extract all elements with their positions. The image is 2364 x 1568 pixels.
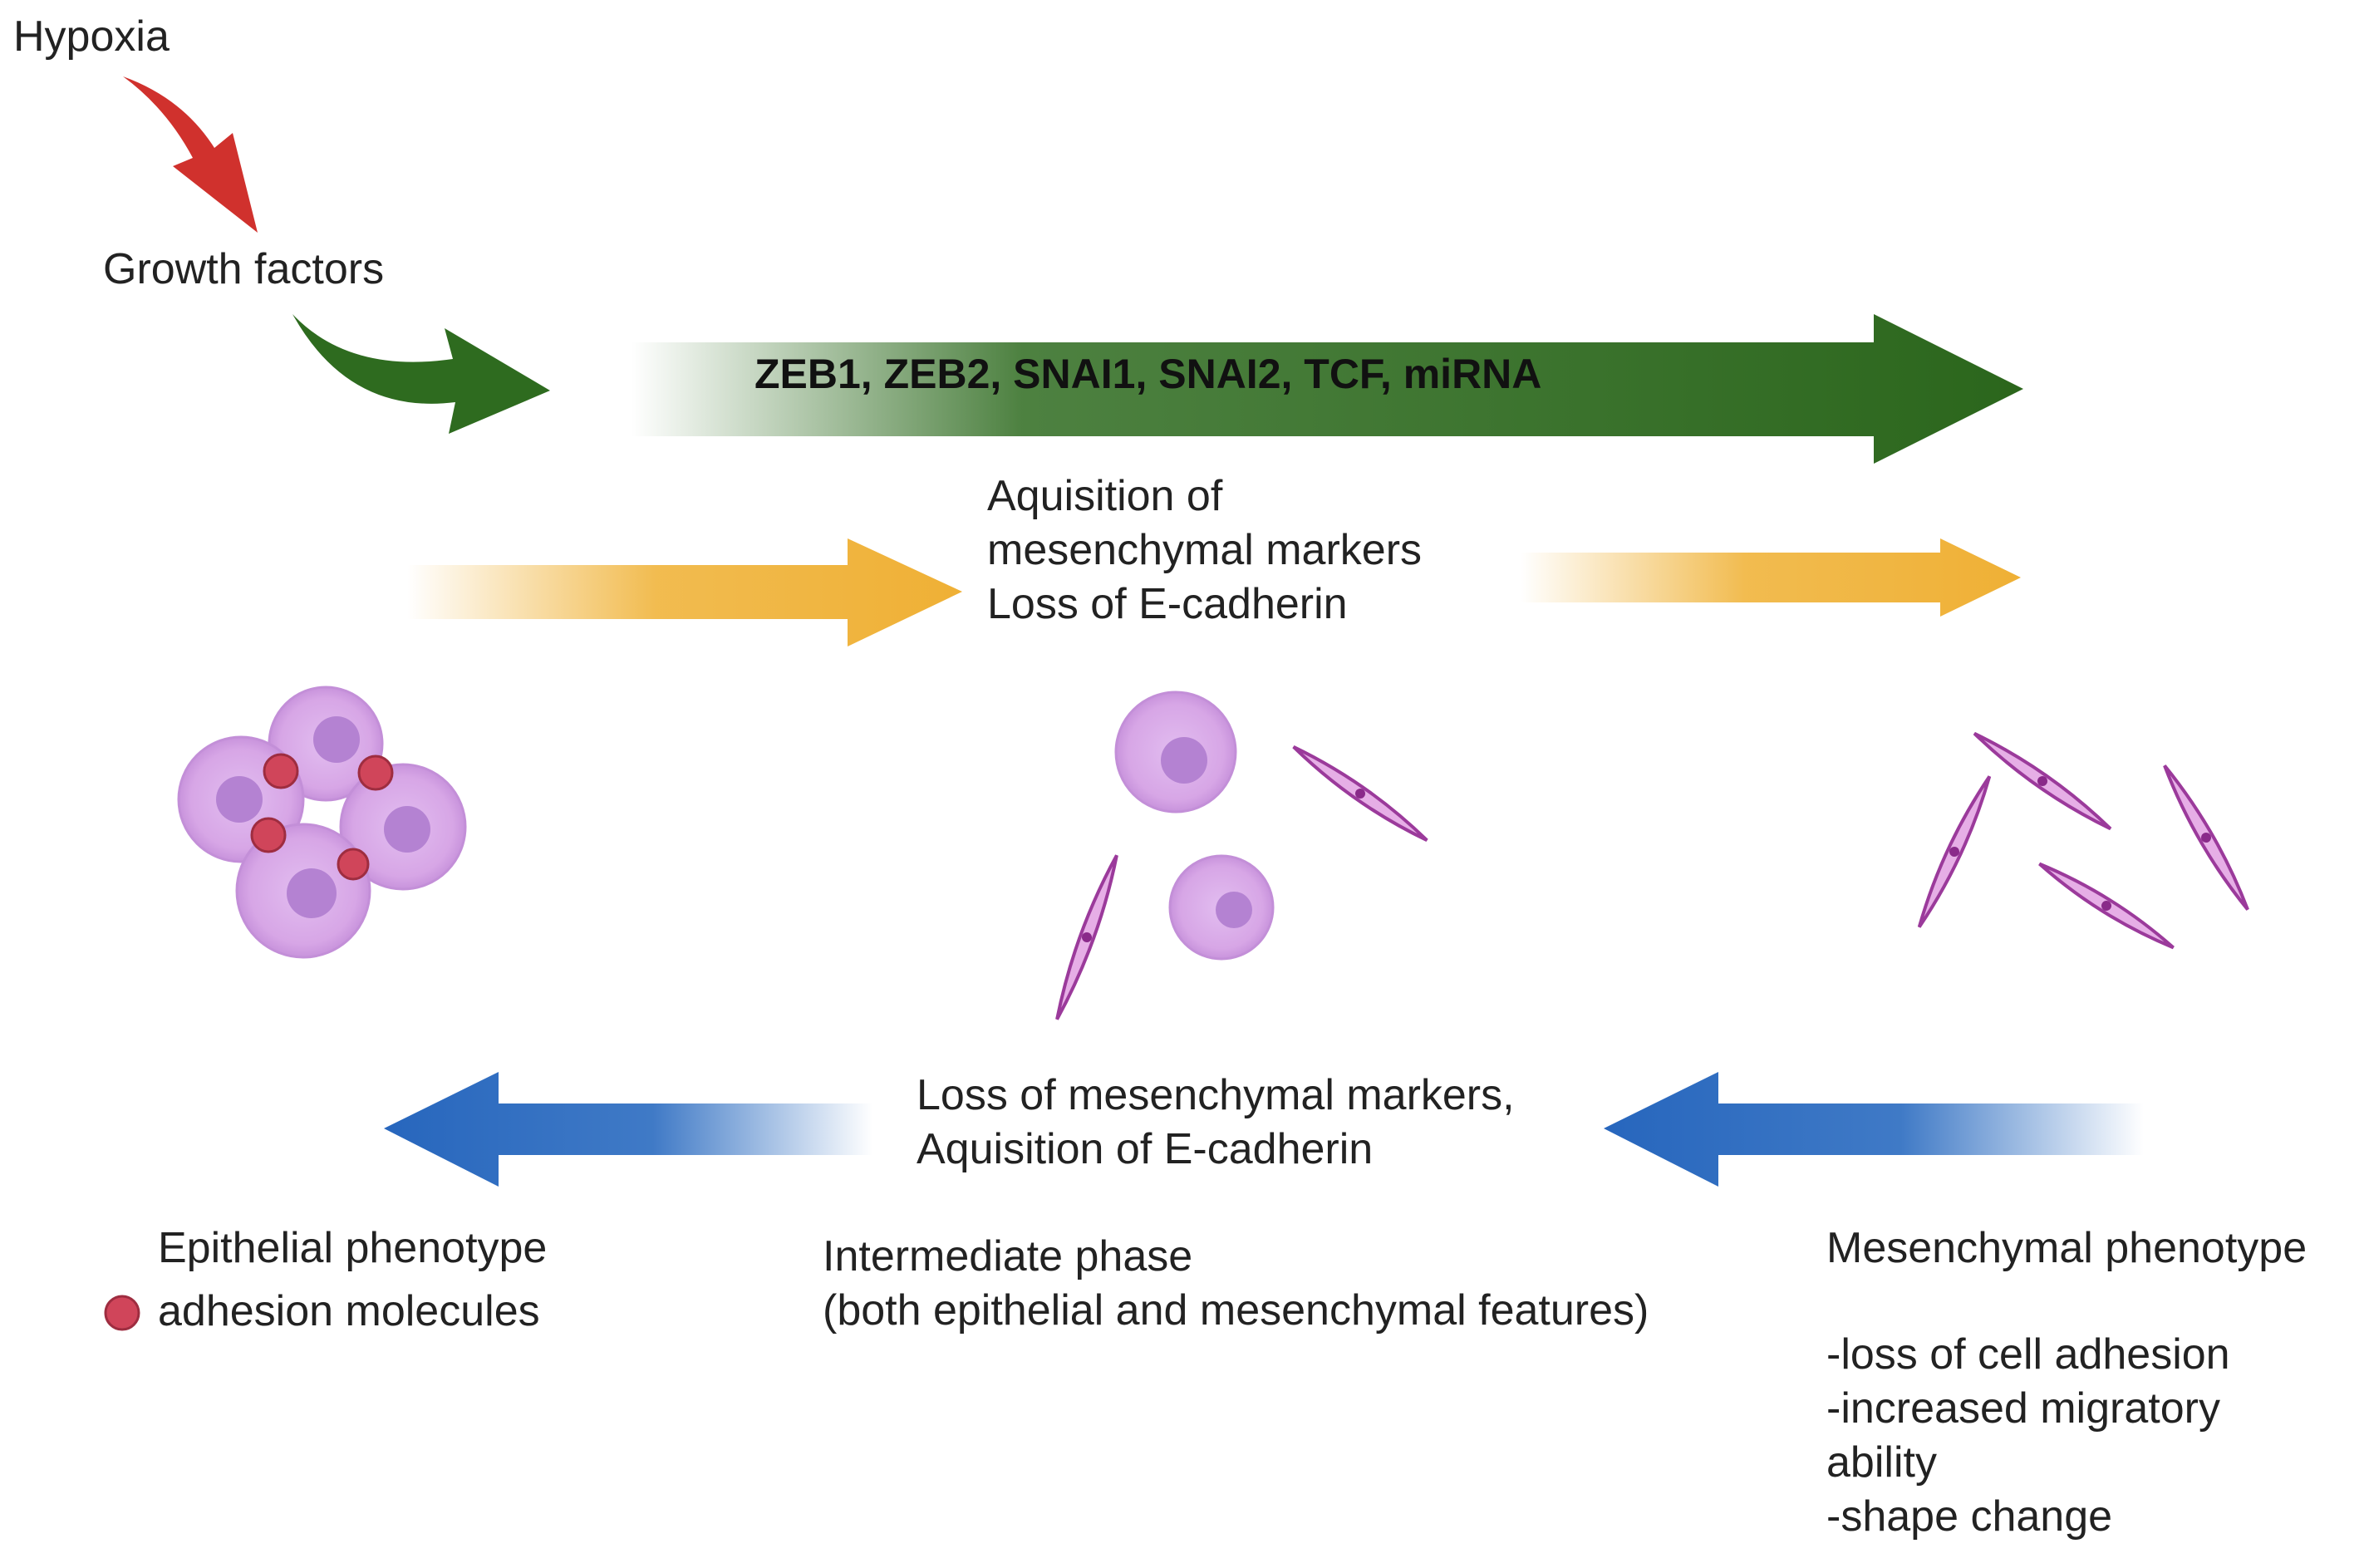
intermediate-cells [1055, 691, 1428, 1020]
met-blue-arrow-left [384, 1072, 872, 1187]
spindle-mesenchymal-cell-icon [2163, 764, 2249, 911]
mesenchymal-features-list: -loss of cell adhesion -increased migrat… [1826, 1328, 2230, 1544]
epithelial-phenotype-label: Epithelial phenotype [158, 1224, 548, 1272]
spindle-mesenchymal-cell-icon [2038, 862, 2175, 950]
round-epithelial-cell-icon [339, 763, 467, 891]
intermediate-line-2: (both epithelial and mesenchymal feature… [823, 1286, 1649, 1335]
adhesion-molecule-dot-icon [263, 753, 299, 789]
transcription-factors-label: ZEB1, ZEB2, SNAI1, SNAI2, TCF, miRNA [754, 351, 1542, 397]
met-change-line-1: Loss of mesenchymal markers, [917, 1071, 1515, 1119]
mesenchymal-phenotype-label: Mesenchymal phenotype [1826, 1224, 2307, 1272]
emt-change-line-2: mesenchymal markers [987, 526, 1423, 574]
epithelial-cell-cluster [177, 686, 467, 959]
mesenchymal-feature-1: -loss of cell adhesion [1826, 1330, 2230, 1379]
met-change-line-2: Aquisition of E-cadherin [917, 1125, 1374, 1173]
round-epithelial-cell-icon [235, 823, 371, 959]
emt-change-label: Aquisition of mesenchymal markers Loss o… [987, 469, 1422, 632]
met-change-label: Loss of mesenchymal markers, Aquisition … [917, 1069, 1515, 1177]
adhesion-molecule-dot-icon [337, 848, 370, 881]
adhesion-molecule-dot-icon [250, 817, 287, 853]
spindle-mesenchymal-cell-icon [1055, 854, 1118, 1020]
mesenchymal-feature-3: ability [1826, 1438, 1937, 1487]
curved-green-arrow-icon [292, 314, 550, 434]
spindle-mesenchymal-cell-icon [1917, 775, 1992, 928]
growth-factors-label: Growth factors [103, 245, 385, 293]
emt-orange-arrow-left [407, 538, 962, 646]
spindle-mesenchymal-cell-icon [1973, 731, 2112, 831]
emt-change-line-3: Loss of E-cadherin [987, 580, 1348, 628]
hypoxia-label: Hypoxia [13, 12, 170, 61]
mesenchymal-feature-4: -shape change [1826, 1492, 2113, 1541]
curved-red-arrow-icon [123, 76, 258, 233]
emt-orange-arrow-right [1521, 538, 2021, 617]
adhesion-molecule-dot-icon [357, 755, 394, 791]
round-epithelial-cell-icon [1168, 854, 1275, 961]
emt-green-arrow [632, 314, 2023, 464]
round-epithelial-cell-icon [1114, 691, 1237, 813]
spindle-mesenchymal-cell-icon [1292, 745, 1428, 843]
adhesion-molecules-label: adhesion molecules [158, 1287, 540, 1335]
intermediate-phase-label: Intermediate phase (both epithelial and … [823, 1230, 1649, 1338]
met-blue-arrow-right [1604, 1072, 2144, 1187]
mesenchymal-feature-2: -increased migratory [1826, 1384, 2220, 1433]
intermediate-line-1: Intermediate phase [823, 1232, 1193, 1280]
mesenchymal-cells [1917, 731, 2249, 950]
adhesion-legend-dot-icon [104, 1295, 140, 1331]
emt-change-line-1: Aquisition of [987, 472, 1223, 520]
